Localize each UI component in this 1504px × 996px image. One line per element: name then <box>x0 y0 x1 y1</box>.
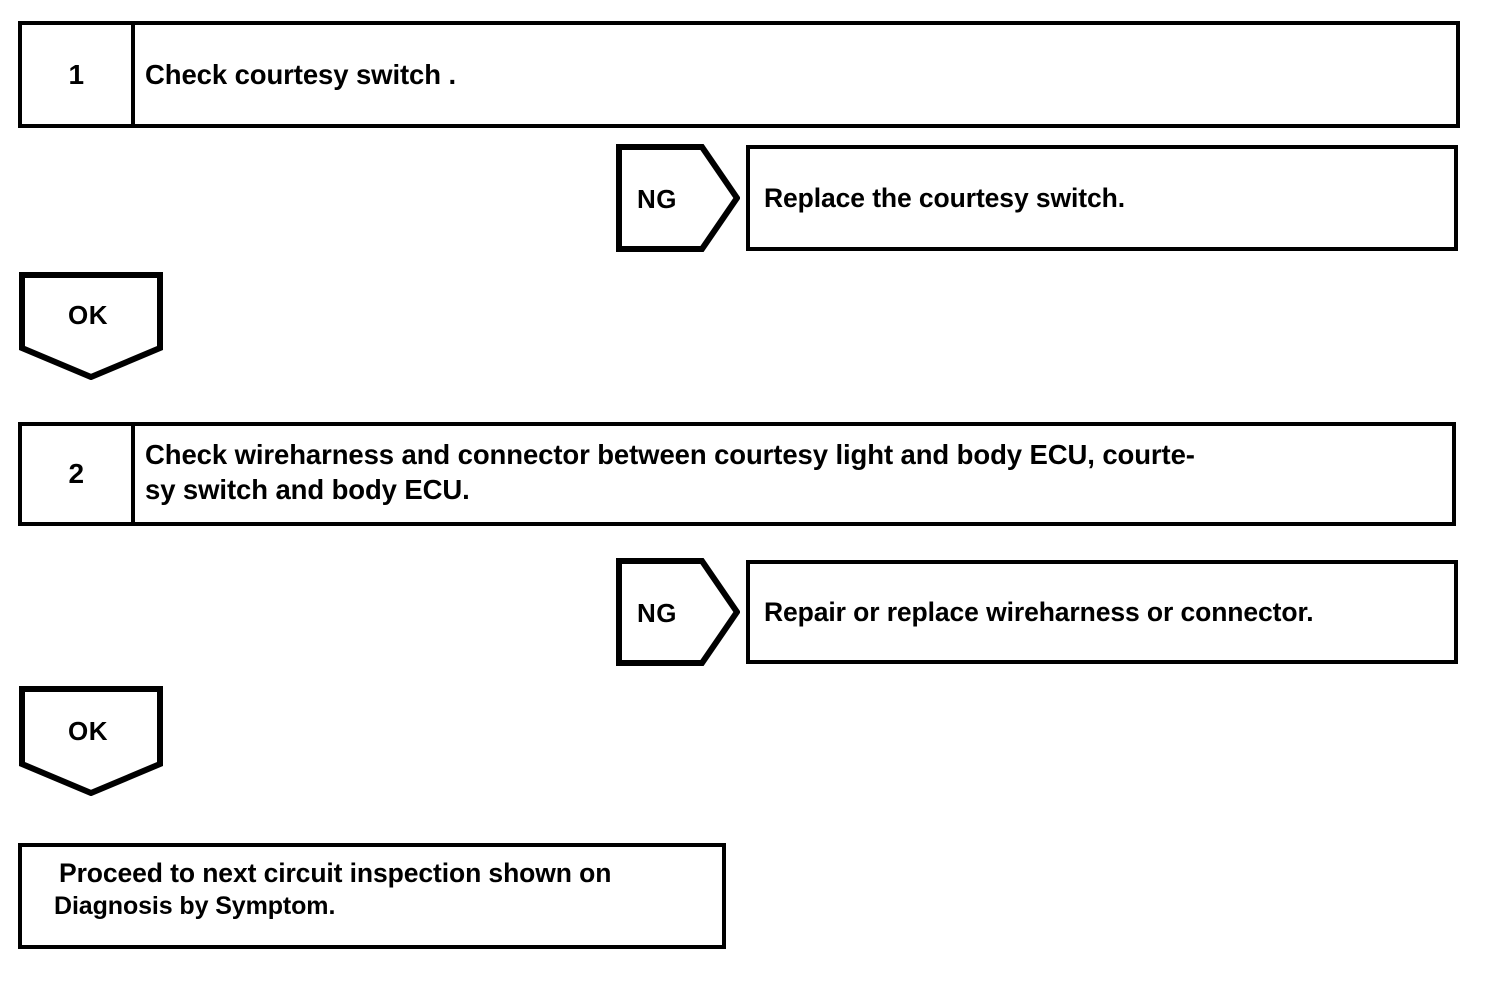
ng-result-box-2[interactable]: Repair or replace wireharness or connect… <box>746 560 1458 664</box>
step-text-2-line-2: sy switch and body ECU. <box>145 474 470 505</box>
step-box-2[interactable]: 2 Check wireharness and connector betwee… <box>18 422 1456 526</box>
ok-arrow-1: OK <box>19 272 163 380</box>
step-box-1[interactable]: 1 Check courtesy switch . <box>18 21 1460 128</box>
ok-arrow-2-label: OK <box>68 716 108 746</box>
ng-arrow-2: NG <box>616 558 740 666</box>
ok-arrow-1-label: OK <box>68 300 108 330</box>
step-text-1-line-1: Check courtesy switch . <box>145 59 457 90</box>
ok-arrow-2: OK <box>19 686 163 796</box>
step-number-2: 2 <box>22 426 135 522</box>
step-text-1: Check courtesy switch . <box>135 25 1456 124</box>
proceed-line-2: Diagnosis by Symptom. <box>54 892 336 920</box>
ng-arrow-2-label: NG <box>637 598 677 628</box>
proceed-box[interactable]: Proceed to next circuit inspection shown… <box>18 843 726 949</box>
proceed-line-1: Proceed to next circuit inspection shown… <box>59 858 612 888</box>
ng-result-2-line-1: Repair or replace wireharness or connect… <box>764 597 1314 627</box>
step-text-2-line-1: Check wireharness and connector between … <box>145 439 1195 470</box>
ng-result-box-1[interactable]: Replace the courtesy switch. <box>746 145 1458 251</box>
step-text-2: Check wireharness and connector between … <box>135 426 1452 522</box>
ng-arrow-1: NG <box>616 144 740 252</box>
ng-arrow-1-label: NG <box>637 184 677 214</box>
ng-result-1-line-1: Replace the courtesy switch. <box>764 183 1125 213</box>
step-number-1: 1 <box>22 25 135 124</box>
